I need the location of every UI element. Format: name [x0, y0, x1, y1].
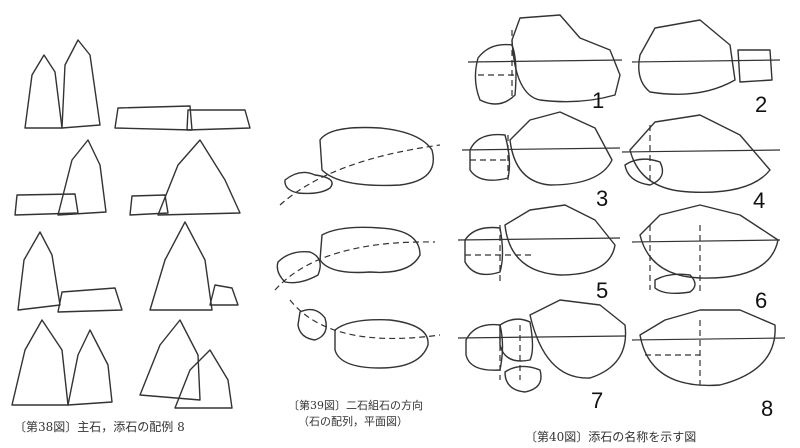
- panel-number-7: 7: [591, 388, 604, 413]
- figure-40-caption: 〔第40図〕添石の名称を示す図: [525, 430, 697, 444]
- figure-38-stones: [11, 39, 251, 409]
- panel-number-8: 8: [761, 396, 774, 421]
- figure-39-subcaption: （石の配列，平面図）: [298, 415, 408, 428]
- panel-number-2: 2: [755, 92, 768, 117]
- panel-number-5: 5: [596, 278, 609, 303]
- panel-number-1: 1: [592, 88, 605, 113]
- panel-number-4: 4: [753, 188, 766, 213]
- figure-39-caption: 〔第39図〕二石組石の方向: [288, 399, 423, 412]
- panel-number-6: 6: [755, 288, 768, 313]
- figure-40-panels: [457, 14, 786, 393]
- figure-39-plans: [274, 126, 441, 369]
- figure-38-caption: 〔第38図〕主石，添石の配例 8: [14, 420, 185, 434]
- panel-number-3: 3: [596, 186, 609, 211]
